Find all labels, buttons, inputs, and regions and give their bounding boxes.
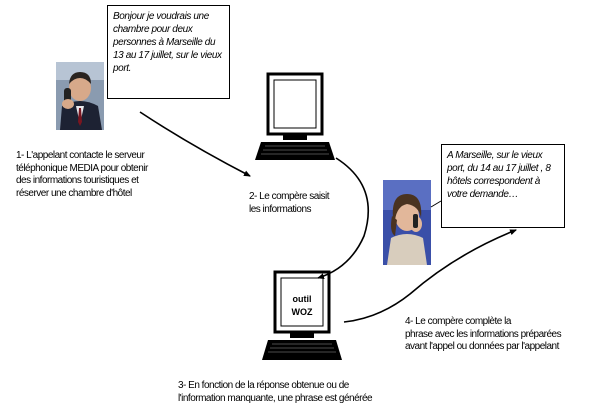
arrow-caller-to-computer xyxy=(139,111,251,177)
woz-tool-label-line1: outil xyxy=(292,294,312,304)
woz-computer-icon xyxy=(262,270,342,365)
step-3-caption: 3- En fonction de la réponse obtenue ou … xyxy=(178,380,373,404)
step-4-caption: 4- Le compère complète la phrase avec le… xyxy=(405,316,562,352)
response-speech-bubble: A Marseille, sur le vieux port, du 14 au… xyxy=(441,144,565,228)
step-1-caption: 1- L'appelant contacte le serveur téléph… xyxy=(16,150,148,199)
computer-1-icon xyxy=(255,72,335,164)
caller-photo xyxy=(56,62,104,130)
step-2-caption: 2- Le compère saisit les informations xyxy=(249,191,330,215)
operator-photo xyxy=(383,180,431,265)
woz-tool-label-line2: WOZ xyxy=(291,307,313,317)
caller-speech-text: Bonjour je voudrais une chambre pour deu… xyxy=(113,11,222,74)
response-speech-text: A Marseille, sur le vieux port, du 14 au… xyxy=(447,150,551,200)
arrow-computer-to-woz xyxy=(317,157,369,280)
bubble-pointer xyxy=(430,200,442,208)
arrow-woz-to-operator xyxy=(343,229,517,323)
caller-speech-bubble: Bonjour je voudrais une chambre pour deu… xyxy=(107,5,230,99)
